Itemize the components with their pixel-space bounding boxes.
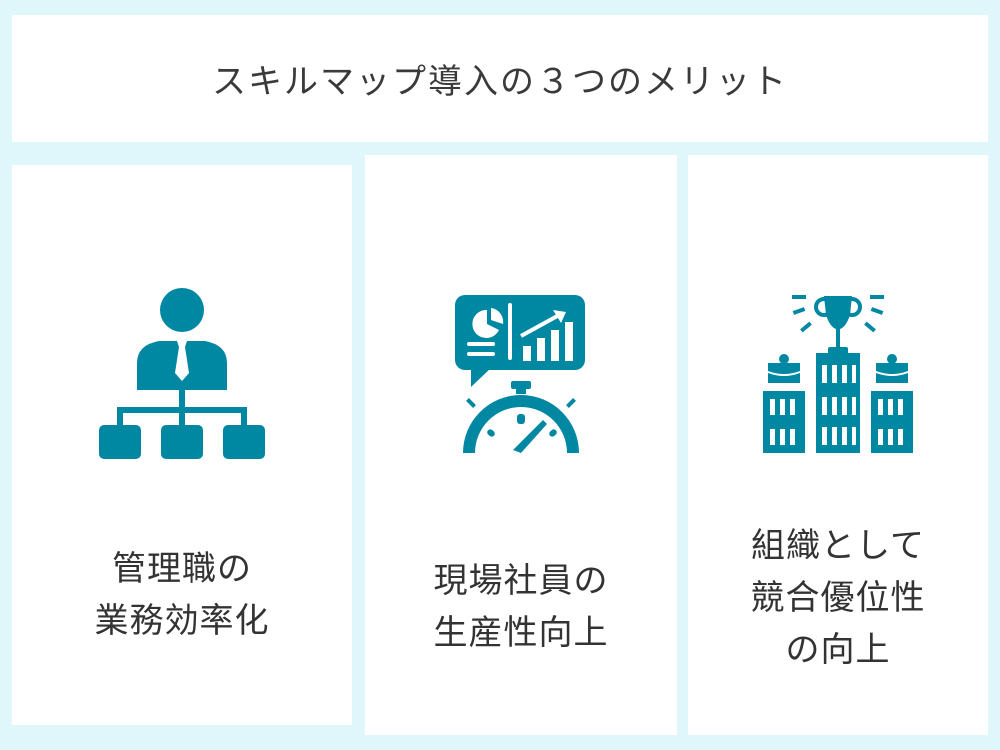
page-title: スキルマップ導入の３つのメリット: [212, 62, 788, 102]
stopwatch-dashboard-icon: [455, 295, 585, 453]
card-label-line: 組織として: [751, 526, 925, 566]
card-label-line: 管理職の: [112, 549, 252, 589]
card-label-line: 生産性向上: [433, 613, 609, 653]
card-label-line: 競合優位性: [750, 578, 926, 618]
title-banner: スキルマップ導入の３つのメリット: [12, 15, 988, 142]
card-label-line: 業務効率化: [94, 601, 270, 641]
trophy-podium-icon: [763, 295, 913, 453]
merit-card-competitive-advantage: 組織として 競合優位性 の向上: [688, 155, 988, 735]
merit-card-manager-efficiency: 管理職の 業務効率化: [12, 165, 352, 725]
merit-card-productivity: 現場社員の 生産性向上: [365, 155, 677, 735]
card-label-line: 現場社員の: [433, 561, 609, 601]
org-chart-manager-icon: [99, 288, 265, 459]
card-label-line: の向上: [785, 630, 891, 670]
